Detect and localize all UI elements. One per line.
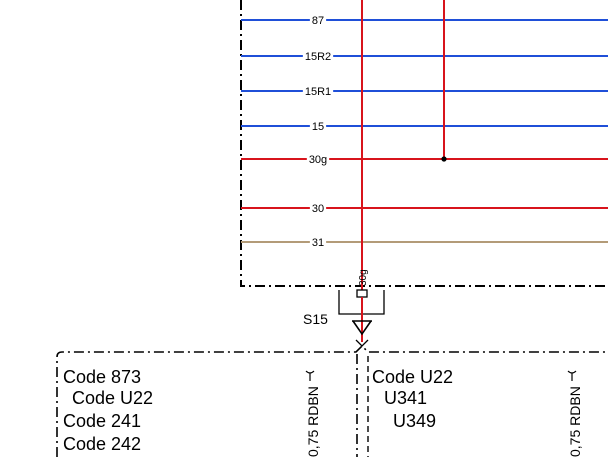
right-panel-codes: Code U22 U341 U349 [372, 367, 453, 431]
left-code-1: Code 873 [63, 367, 141, 387]
bus-label-bg [309, 237, 327, 249]
bus-label-30g: 30g [309, 154, 327, 166]
left-wire-spec: 0,75 RDBN [305, 386, 321, 457]
bus-label-31: 31 [312, 237, 324, 249]
left-code-3: Code 241 [63, 411, 141, 431]
left-code-2: Code U22 [72, 388, 153, 408]
bus-label-bg [306, 154, 330, 166]
bus-label-15r1: 15R1 [305, 86, 331, 98]
right-code-2: U341 [384, 388, 427, 408]
bus-label-bg [309, 15, 327, 27]
bus-label-87: 87 [312, 15, 324, 27]
left-code-4: Code 242 [63, 434, 141, 454]
bus-label-bg [309, 121, 327, 133]
bus-label-bg [309, 203, 327, 215]
bus-label-30: 30 [312, 203, 324, 215]
right-wire-spec-tick [567, 370, 577, 381]
right-code-3: U349 [393, 411, 436, 431]
right-wire-spec: 0,75 RDBN [567, 386, 583, 457]
right-code-1: Code U22 [372, 367, 453, 387]
module-border-upper [240, 0, 608, 287]
bus-lines: 87 15R2 15R1 15 30g 30 31 [241, 15, 608, 249]
splice-symbol [352, 320, 372, 347]
splice-label: S15 [303, 311, 328, 327]
bus-label-bg [302, 51, 334, 63]
junction-dot [441, 156, 447, 162]
vertical-wire-label: 30g [358, 269, 369, 286]
left-wire-spec-tick [305, 370, 315, 381]
bus-label-15r2: 15R2 [305, 51, 331, 63]
left-panel-codes: Code 873 Code U22 Code 241 Code 242 [63, 367, 153, 454]
bus-label-bg [302, 86, 334, 98]
panel-border-lower [56, 344, 608, 457]
bus-label-15: 15 [312, 121, 324, 133]
